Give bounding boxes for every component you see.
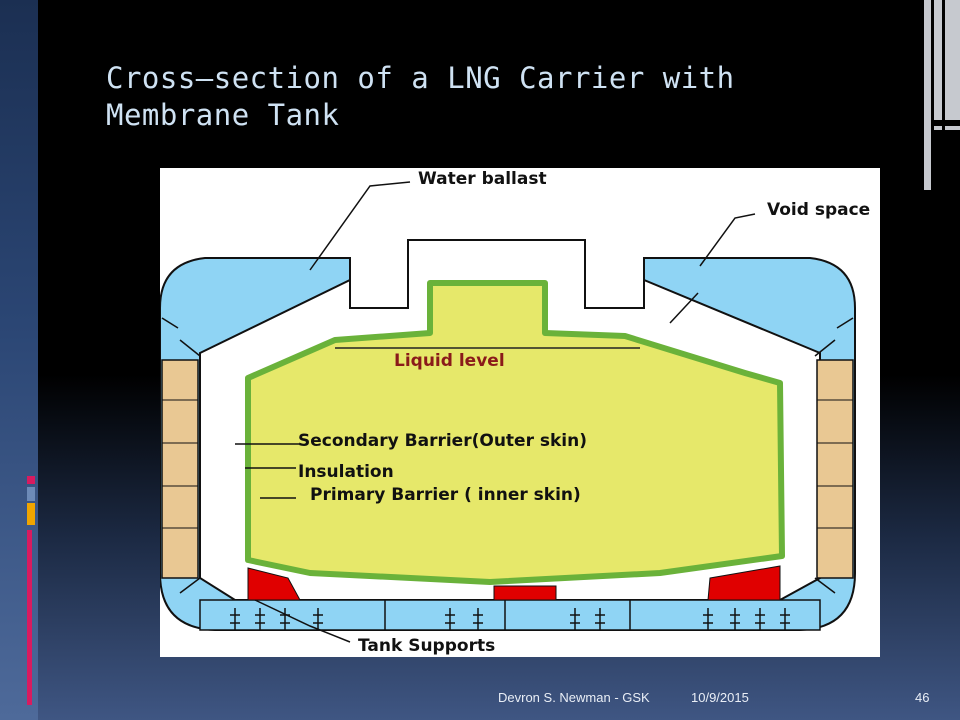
bottom-frame-lines (161, 317, 854, 630)
footer-date: 10/9/2015 (691, 690, 749, 705)
tank-support-left (247, 567, 301, 601)
slide-number: 46 (915, 690, 930, 705)
slide-title: Cross–section of a LNG Carrier with Memb… (106, 60, 906, 134)
title-line-1: Cross–section of a LNG Carrier with (106, 61, 735, 95)
label-insulation: Insulation (298, 462, 394, 482)
leader-lines (235, 181, 756, 643)
title-line-2: Membrane Tank (106, 98, 340, 132)
label-tank-supports: Tank Supports (358, 636, 495, 656)
label-secondary-barrier: Secondary Barrier(Outer skin) (298, 431, 587, 451)
label-liquid-level: Liquid level (394, 351, 505, 371)
right-insulation-blocks (816, 359, 854, 579)
top-right-decoration (924, 0, 960, 200)
footer-author: Devron S. Newman - GSK (498, 690, 650, 705)
left-insulation-blocks (161, 359, 199, 579)
label-primary-barrier: Primary Barrier ( inner skin) (310, 485, 581, 505)
label-water-ballast: Water ballast (418, 169, 547, 189)
label-void-space: Void space (767, 200, 870, 220)
lng-cross-section-diagram: Water ballast Void space Liquid level Se… (160, 168, 880, 657)
bottom-ballast-strip (199, 599, 821, 631)
diagram-svg: Water ballast Void space Liquid level Se… (160, 169, 870, 656)
tank-support-right (707, 565, 781, 601)
tank-support-center (493, 585, 557, 601)
left-accent-bar (0, 0, 38, 720)
cargo-tank (245, 280, 785, 585)
